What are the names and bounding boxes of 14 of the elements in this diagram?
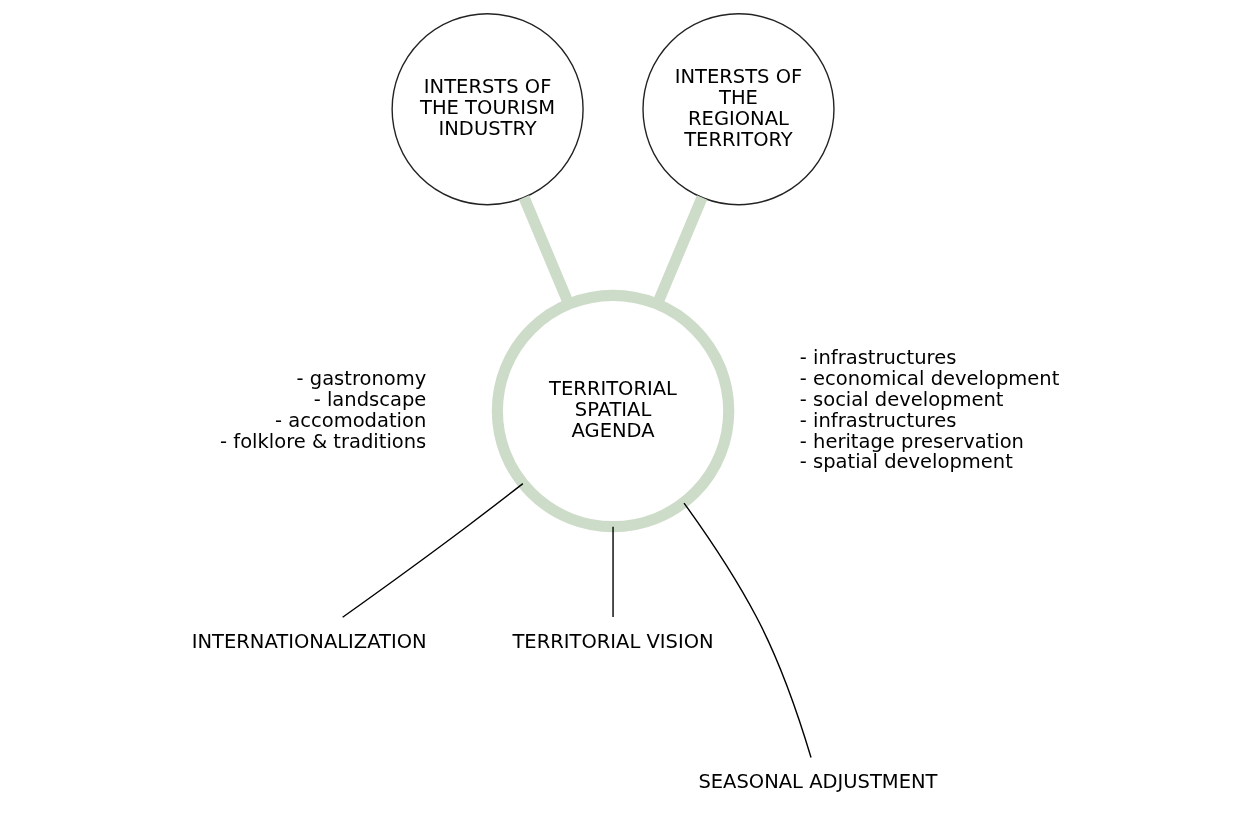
label: - heritage preservation	[799, 429, 1024, 453]
node-text: INTERNATIONALIZATION	[191, 629, 427, 653]
node-circle: INTERSTS OF THE TOURISM INDUSTRY	[391, 13, 584, 206]
connector	[341, 482, 524, 618]
node-circle: INTERSTS OF THE REGIONAL TERRITORY	[642, 13, 835, 206]
node-text: SEASONAL ADJUSTMENT	[698, 770, 938, 794]
label: - folklore & traditions	[220, 429, 427, 453]
connector	[683, 502, 812, 759]
label: - infrastructures	[799, 345, 957, 369]
node-text: TERRITORIAL VISION	[512, 629, 714, 653]
label: - gastronomy	[296, 366, 427, 390]
connector	[612, 526, 614, 618]
node-circle: TERRITORIAL SPATIAL AGENDA	[491, 289, 735, 533]
label: - economical development	[799, 366, 1060, 390]
